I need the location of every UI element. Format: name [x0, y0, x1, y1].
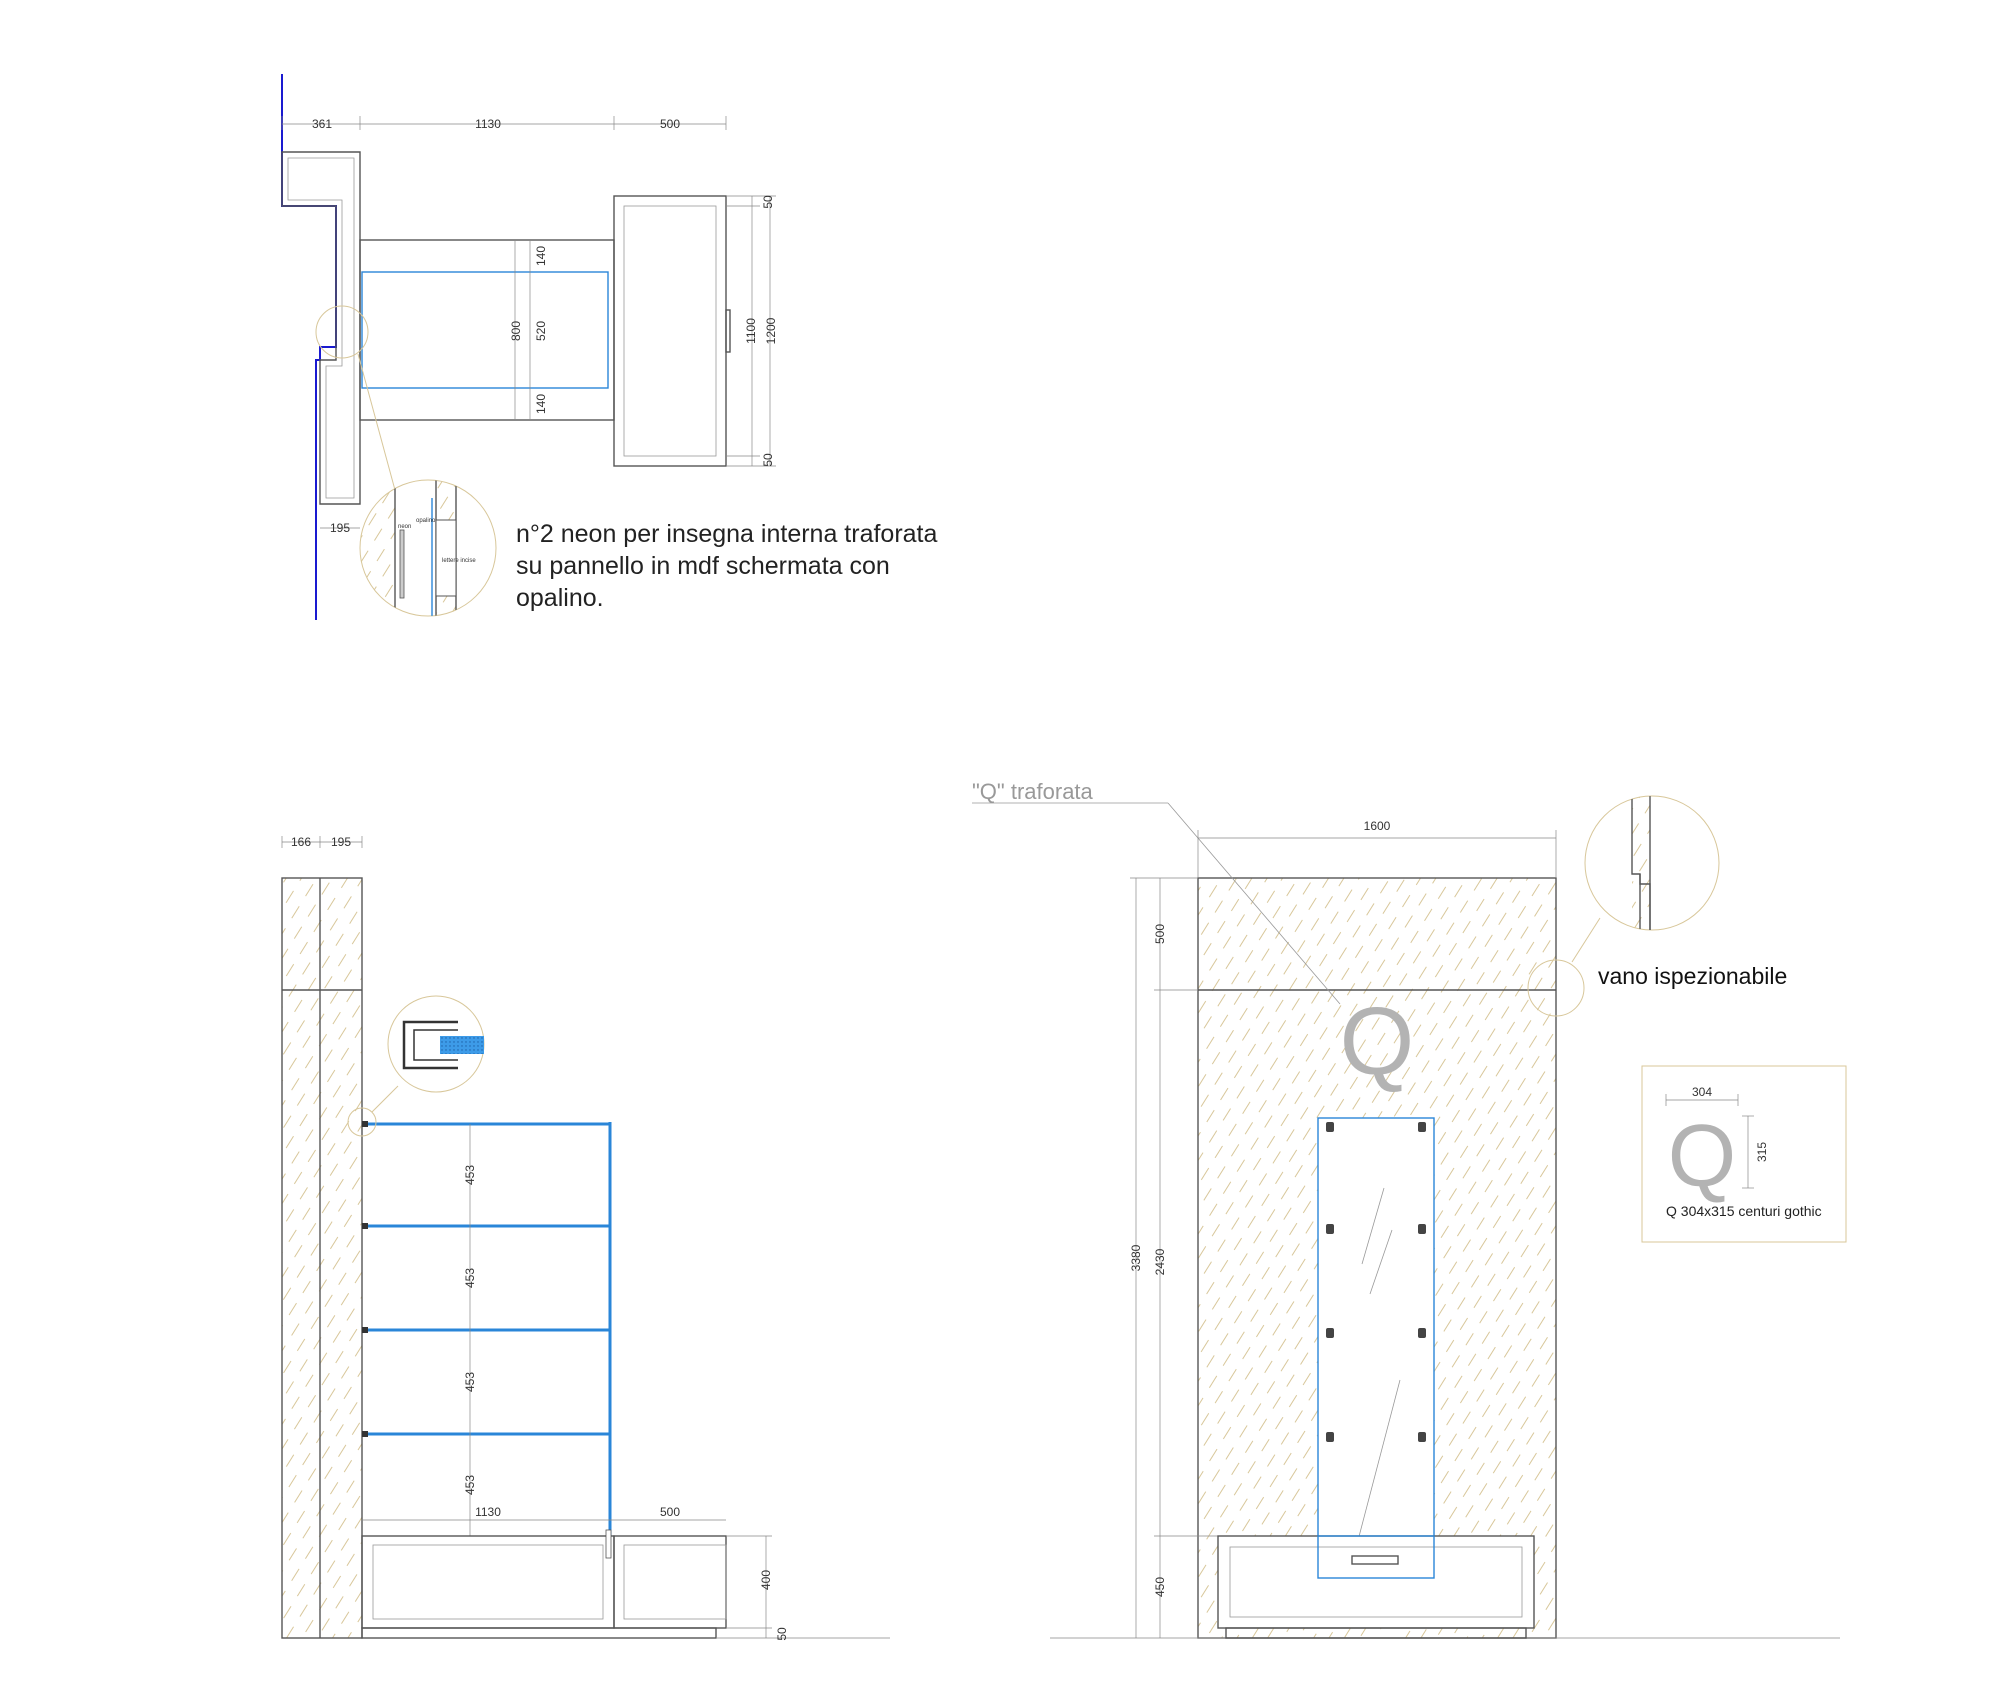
front-dim-1600: 1600	[1364, 819, 1391, 833]
plan-wall-profile	[281, 74, 337, 620]
plan-dim-1130: 1130	[475, 117, 501, 131]
side-wall-hatch	[282, 878, 362, 1638]
front-dim-3380: 3380	[1129, 1244, 1143, 1271]
plan-note-line-2: su pannello in mdf schermata con	[516, 552, 890, 580]
side-gap-1: 453	[463, 1165, 477, 1185]
plan-dim-50-bottom: 50	[761, 453, 775, 467]
plan-detail-marker	[315, 305, 369, 359]
plan-dim-140-bottom: 140	[534, 394, 548, 414]
front-detail-marker	[1527, 959, 1585, 1017]
plan-cabinet-handle	[725, 309, 731, 353]
side-gap-3: 453	[463, 1372, 477, 1392]
q-detail-frame	[1641, 1065, 1847, 1243]
side-dim-1130: 1130	[475, 1505, 501, 1519]
plan-dim-520: 520	[534, 321, 548, 341]
detail-label-opalino: opalino	[416, 518, 436, 524]
side-elevation: 166 195 453 453 453 453 1130 500 400	[281, 835, 890, 1641]
plan-note-line-3: opalino.	[516, 584, 604, 612]
q-detail-dim-304: 304	[1692, 1085, 1712, 1099]
plan-dim-50-top: 50	[761, 195, 775, 209]
front-dim-450: 450	[1153, 1577, 1167, 1597]
front-elevation: "Q" traforata 1600 500 2430 450 3380 Q	[972, 779, 1840, 1639]
q-detail-caption: Q 304x315 centuri gothic	[1666, 1203, 1822, 1219]
side-base-cabinet-right	[613, 1535, 727, 1629]
plan-dim-361: 361	[312, 117, 332, 131]
plan-dim-800: 800	[509, 321, 523, 341]
side-detail-marker	[347, 1107, 377, 1137]
side-dim-400: 400	[759, 1570, 773, 1590]
side-dim-50: 50	[775, 1627, 789, 1641]
plan-dim-500: 500	[660, 117, 680, 131]
front-mirror-panel	[1317, 1117, 1435, 1579]
side-dim-500: 500	[660, 1505, 680, 1519]
front-callout-q-traforata: "Q" traforata	[972, 779, 1094, 804]
plan-side-panel	[281, 151, 361, 505]
front-cabinet-handle	[1351, 1555, 1399, 1565]
plan-dim-1200: 1200	[764, 317, 778, 344]
front-dim-500: 500	[1153, 924, 1167, 944]
side-dim-166: 166	[291, 835, 311, 849]
side-detail-glass	[440, 1036, 484, 1054]
plan-glass-panel	[361, 271, 609, 389]
front-detail-bubble	[1584, 795, 1720, 931]
plan-dim-195: 195	[330, 521, 350, 535]
plan-shelf-body	[359, 239, 615, 421]
front-q-letter: Q	[1340, 988, 1415, 1095]
plan-cabinet	[613, 195, 727, 467]
q-detail-dim-315: 315	[1755, 1142, 1769, 1162]
q-detail-box: 304 315 Q Q 304x315 centuri gothic	[1641, 1065, 1847, 1243]
plan-dim-1100: 1100	[744, 318, 758, 344]
front-mirror-panel-lower	[1317, 1535, 1435, 1579]
side-gap-2: 453	[463, 1268, 477, 1288]
front-detail-label: vano ispezionabile	[1598, 963, 1787, 989]
q-detail-letter: Q	[1668, 1106, 1736, 1205]
plan-note-line-1: n°2 neon per insegna interna traforata	[516, 520, 937, 548]
plan-dim-140-top: 140	[534, 246, 548, 266]
side-base-cabinet-left	[361, 1535, 615, 1629]
detail-label-lettere: lettere incise	[442, 558, 476, 564]
front-base-cabinet	[1217, 1535, 1535, 1629]
front-dim-2430: 2430	[1153, 1248, 1167, 1275]
side-dim-195: 195	[331, 835, 351, 849]
plan-view: 361 1130 500 50 1100 1200 50 140 520 140…	[281, 74, 937, 620]
detail-label-neon: neon	[398, 524, 411, 530]
front-mirror-clips	[1326, 1122, 1426, 1442]
side-gap-4: 453	[463, 1475, 477, 1495]
